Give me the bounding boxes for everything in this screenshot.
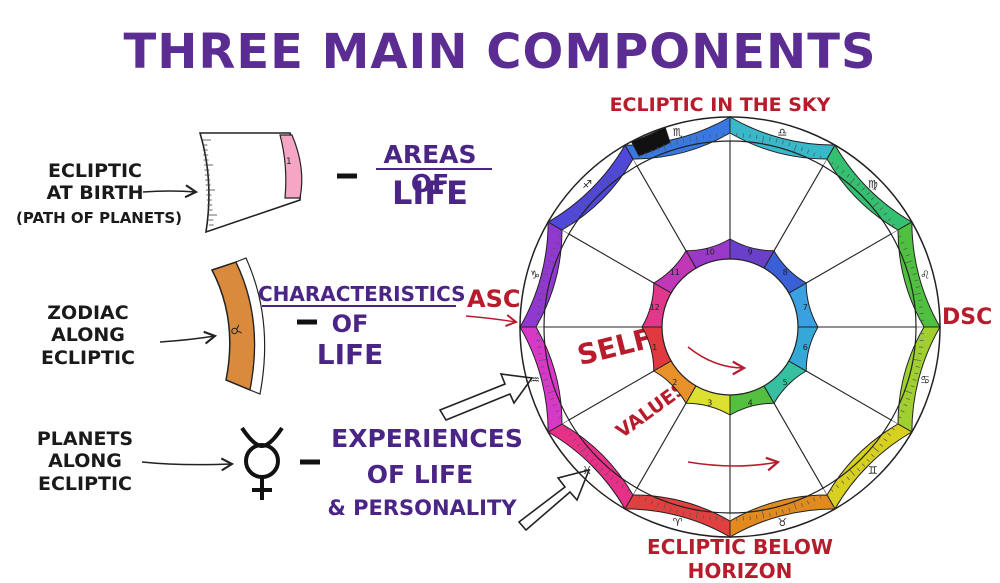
house-number: 7 xyxy=(803,303,808,312)
tick xyxy=(633,488,637,495)
house-number: 10 xyxy=(705,248,715,257)
house-number: 11 xyxy=(670,268,680,277)
sign-glyph: ♊ xyxy=(868,464,878,477)
sign-glyph: ♑ xyxy=(530,269,540,282)
outline-arrow-lower xyxy=(519,470,589,530)
tick xyxy=(562,420,569,424)
arrow-row1 xyxy=(143,191,196,192)
sign-glyph: ♉ xyxy=(777,516,787,529)
house-cusp xyxy=(774,166,823,251)
sign-glyph: ♏ xyxy=(673,126,683,139)
outline-arrow-upper xyxy=(440,374,532,420)
mercury-icon xyxy=(242,428,282,500)
asc-arrow xyxy=(466,316,516,322)
house-number: 3 xyxy=(707,398,712,407)
sign-glyph: ♓ xyxy=(582,464,592,477)
sign-glyph: ♌ xyxy=(920,269,930,282)
tick xyxy=(633,159,637,166)
sign-glyph: ♍ xyxy=(868,178,878,191)
house-cusp xyxy=(806,234,891,283)
tick xyxy=(823,488,827,495)
house-number: 8 xyxy=(783,268,788,277)
values-arrow xyxy=(688,462,778,466)
tick xyxy=(562,230,569,234)
house-number: 5 xyxy=(783,378,788,387)
sign-glyph: ♎ xyxy=(777,126,787,139)
house-number: 12 xyxy=(650,303,660,312)
house-number: 4 xyxy=(748,398,753,407)
house-number: 9 xyxy=(748,248,753,257)
house-cusp xyxy=(637,403,686,488)
house-number: 1 xyxy=(652,343,657,352)
sign-glyph: ♒ xyxy=(530,373,540,386)
arrow-row2 xyxy=(160,336,215,342)
house-cusp xyxy=(806,371,891,420)
house-cusp xyxy=(774,403,823,488)
house-cusp xyxy=(637,166,686,251)
tick xyxy=(891,420,898,424)
sign-glyph: ♈ xyxy=(673,516,683,529)
sign-glyph: ♋ xyxy=(920,373,930,386)
house-number: 1 xyxy=(286,157,292,167)
tick xyxy=(823,159,827,166)
house-cusp xyxy=(569,234,654,283)
house-number: 2 xyxy=(672,378,677,387)
house-section-icon xyxy=(200,133,302,232)
wheel-center xyxy=(662,259,798,395)
house-cusp xyxy=(569,371,654,420)
sign-glyph: ♐ xyxy=(582,178,592,191)
arrow-row3 xyxy=(142,462,232,465)
house-number: 6 xyxy=(803,343,808,352)
tick xyxy=(891,230,898,234)
